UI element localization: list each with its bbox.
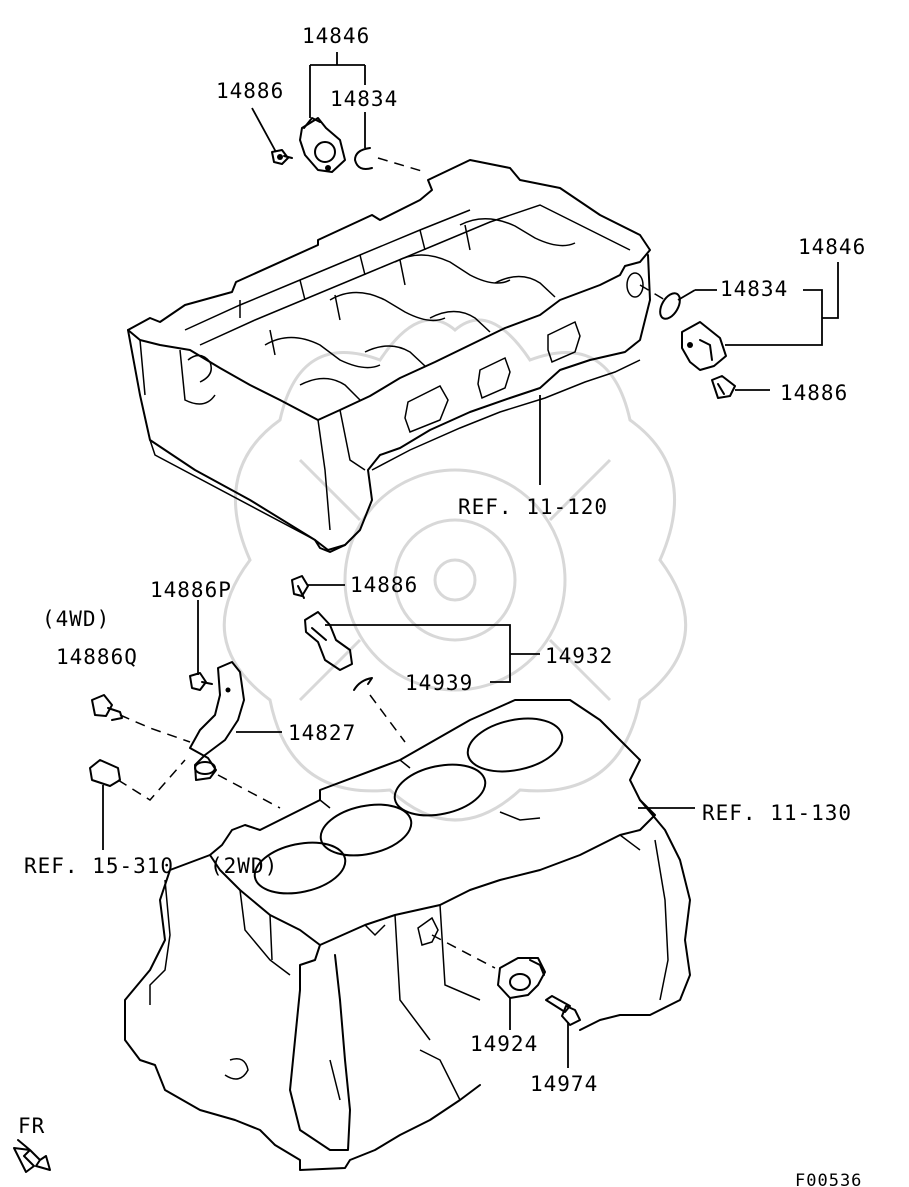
dash-right-sensor — [639, 284, 666, 301]
label-ref-head: REF. 11-120 — [458, 495, 608, 519]
knock-sensor — [497, 957, 546, 999]
leader-lines — [102, 52, 839, 1068]
cam-sensor-top — [299, 117, 346, 173]
crank-oring — [353, 677, 373, 691]
label-bolt-p: 14886P — [150, 578, 232, 602]
label-crank-oring: 14939 — [405, 671, 473, 695]
label-right-sensor-group: 14846 — [798, 235, 866, 259]
cylinder-head — [127, 159, 651, 553]
cam-sensor-right — [681, 321, 727, 371]
crank-sensor — [304, 611, 353, 671]
cylinder-block — [124, 699, 691, 1171]
bolt-mid — [291, 575, 309, 599]
label-2wd: (2WD) — [210, 854, 278, 878]
label-top-sensor-group: 14846 — [302, 24, 370, 48]
label-crank-sensor-group: 14932 — [545, 644, 613, 668]
label-top-bolt: 14886 — [216, 79, 284, 103]
label-4wd: (4WD) — [42, 607, 110, 631]
dash-bracket-block — [217, 774, 281, 809]
label-ref-block: REF. 11-130 — [702, 801, 852, 825]
dash-crank — [369, 694, 406, 743]
label-knock-bolt: 14974 — [530, 1072, 598, 1096]
ref-bolt-trans — [89, 759, 121, 787]
label-figure-id: F00536 — [795, 1171, 862, 1187]
oring-top — [354, 147, 373, 170]
bolt-top — [271, 149, 293, 165]
label-right-bolt: 14886 — [780, 381, 848, 405]
label-front: FR — [18, 1114, 45, 1138]
oring-right — [659, 292, 681, 320]
label-bracket: 14827 — [288, 721, 356, 745]
dash-bracket-q — [119, 714, 191, 743]
bolt-p — [189, 672, 213, 691]
bolt-right — [711, 375, 736, 399]
label-mid-bolt: 14886 — [350, 573, 418, 597]
watermark-emblem — [222, 318, 688, 822]
label-ref-trans: REF. 15-310 — [24, 854, 174, 878]
front-arrow-icon — [13, 1139, 51, 1173]
dash-bracket-ref — [117, 759, 186, 801]
label-knock-sensor: 14924 — [470, 1032, 538, 1056]
bolt-q — [91, 694, 123, 721]
label-bolt-q: 14886Q — [56, 645, 138, 669]
bolt-knock — [545, 995, 581, 1026]
label-right-oring: 14834 — [720, 277, 788, 301]
dash-top-sensor — [377, 157, 426, 173]
label-top-oring: 14834 — [330, 87, 398, 111]
bracket — [189, 661, 245, 781]
dash-knock — [431, 934, 496, 969]
